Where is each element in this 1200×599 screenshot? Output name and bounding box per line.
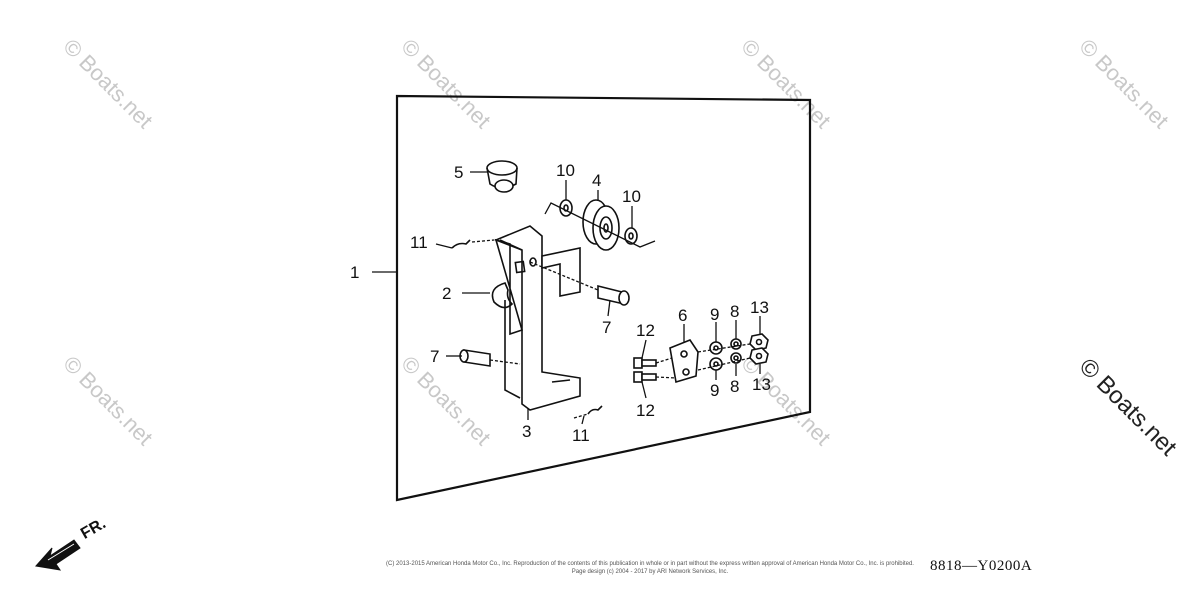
callout-1: 1 — [350, 263, 359, 282]
callout-12-lower: 12 — [636, 401, 655, 420]
callout-2: 2 — [442, 284, 451, 303]
callout-13-lower: 13 — [752, 375, 771, 394]
callout-13-upper: 13 — [750, 298, 769, 317]
watermark-text: © Boats.net — [736, 351, 835, 450]
watermark-text: © Boats.net — [396, 34, 495, 133]
part-5-bushing — [486, 160, 518, 193]
watermark-text: © Boats.net — [1074, 34, 1173, 133]
part-9-washer-lower — [709, 357, 723, 371]
part-7-pin-upper — [529, 261, 630, 306]
callout-3: 3 — [522, 422, 531, 441]
callout-labels: 1 5 10 4 10 11 2 7 7 3 11 12 12 6 9 9 8 … — [350, 161, 771, 445]
watermark-text: © Boats.net — [58, 34, 157, 133]
part-2-clip — [491, 282, 514, 309]
callout-9-upper: 9 — [710, 305, 719, 324]
part-11-cotter-upper — [451, 239, 495, 249]
callout-4: 4 — [592, 171, 601, 190]
part-10-washer-right — [624, 227, 638, 245]
part-13-nut-upper — [749, 333, 769, 351]
part-4-roller — [582, 199, 620, 251]
part-3-bracket — [493, 225, 581, 411]
part-12-bolt-upper — [633, 357, 673, 369]
callout-9-lower: 9 — [710, 381, 719, 400]
callout-10-right: 10 — [622, 187, 641, 206]
callout-11-lower: 11 — [572, 426, 590, 445]
copyright-line-2: Page design (c) 2004 - 2017 by ARI Netwo… — [571, 569, 729, 575]
part-11-cotter-lower — [573, 405, 603, 419]
corner-watermark: © Boats.net — [1074, 353, 1182, 461]
callout-12-upper: 12 — [636, 321, 655, 340]
part-7-pin-lower — [459, 349, 521, 367]
watermark-text: © Boats.net — [736, 34, 835, 133]
part-13-nut-lower — [749, 347, 769, 365]
leader-lines — [372, 171, 761, 425]
callout-6: 6 — [678, 306, 687, 325]
watermark-text: © Boats.net — [58, 351, 157, 450]
callout-7-lower: 7 — [430, 347, 439, 366]
copyright-line-1: (C) 2013-2015 American Honda Motor Co., … — [386, 561, 914, 567]
part-8-lockwasher-upper — [730, 338, 742, 350]
callout-11-upper: 11 — [410, 233, 428, 252]
callout-5: 5 — [454, 163, 463, 182]
copyright-notice: (C) 2013-2015 American Honda Motor Co., … — [300, 560, 1000, 576]
callout-7-upper: 7 — [602, 318, 611, 337]
diagram-code: 8818—Y0200A — [930, 558, 1033, 574]
front-arrow-icon — [35, 539, 81, 571]
callout-8-upper: 8 — [730, 302, 739, 321]
watermark-text: © Boats.net — [396, 351, 495, 450]
assembly-frame — [395, 94, 812, 502]
part-12-bolt-lower — [633, 371, 677, 383]
callout-10-left: 10 — [556, 161, 575, 180]
callout-8-lower: 8 — [730, 377, 739, 396]
part-6-plate — [669, 339, 699, 384]
